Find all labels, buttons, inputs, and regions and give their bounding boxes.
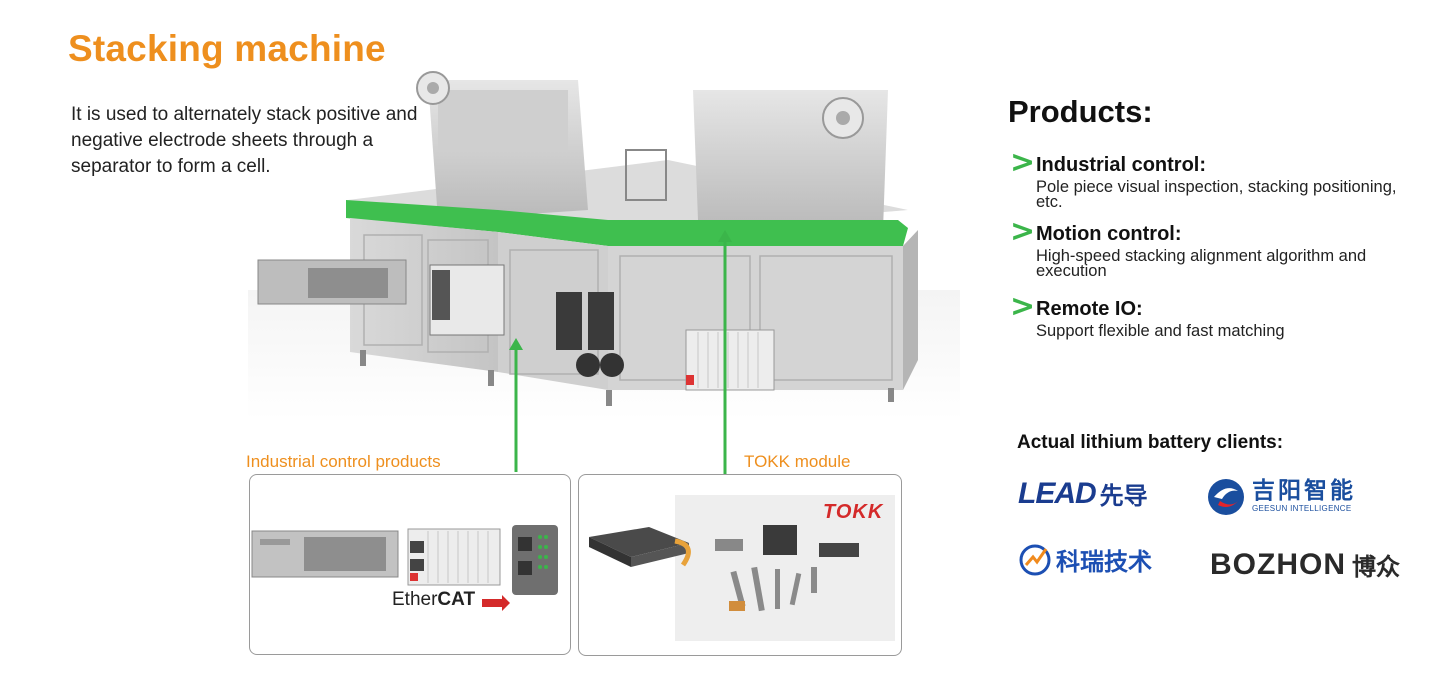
lead-logo: LEAD 先导 xyxy=(1018,476,1148,511)
page-title: Stacking machine xyxy=(68,28,386,69)
tokk-module-box: TOKK xyxy=(578,474,902,656)
connector-arrow-tokk xyxy=(718,230,732,474)
geesun-logo: 吉阳智能 GEESUN INTELLIGENCE xyxy=(1206,477,1356,517)
ethercat-logo: EtherCAT xyxy=(392,589,476,610)
tokk-module-label: TOKK module xyxy=(744,452,851,471)
product-item-title: Industrial control: xyxy=(1036,154,1206,176)
clients-heading: Actual lithium battery clients: xyxy=(1017,432,1284,453)
products-heading: Products: xyxy=(1008,94,1153,129)
stacking-machine-illustration xyxy=(248,60,960,420)
product-item-desc: Pole piece visual inspection, stacking p… xyxy=(1036,178,1397,211)
chevron-right-icon: > xyxy=(1010,214,1036,249)
korui-logo: 科瑞技术 xyxy=(1018,542,1152,577)
korui-emblem-icon xyxy=(1019,544,1051,575)
industrial-products-image xyxy=(251,525,558,611)
chevron-right-icon: > xyxy=(1010,145,1036,180)
product-item-desc: High-speed stacking alignment algorithm … xyxy=(1036,247,1367,280)
connector-arrow-industrial xyxy=(509,338,523,472)
machine-description: It is used to alternately stack positive… xyxy=(71,104,418,177)
product-item-title: Remote IO: xyxy=(1036,298,1143,320)
industrial-products-box: EtherCAT xyxy=(249,474,571,655)
geesun-emblem-icon xyxy=(1208,479,1244,515)
chevron-right-icon: > xyxy=(1010,289,1036,324)
bozhon-logo: BOZHON 博众 xyxy=(1210,547,1400,582)
industrial-products-label: Industrial control products xyxy=(246,452,441,471)
tokk-logo: TOKK xyxy=(823,501,884,523)
product-item-desc: Support flexible and fast matching xyxy=(1036,322,1285,340)
tokk-module-image xyxy=(589,495,895,641)
product-item-title: Motion control: xyxy=(1036,223,1182,245)
